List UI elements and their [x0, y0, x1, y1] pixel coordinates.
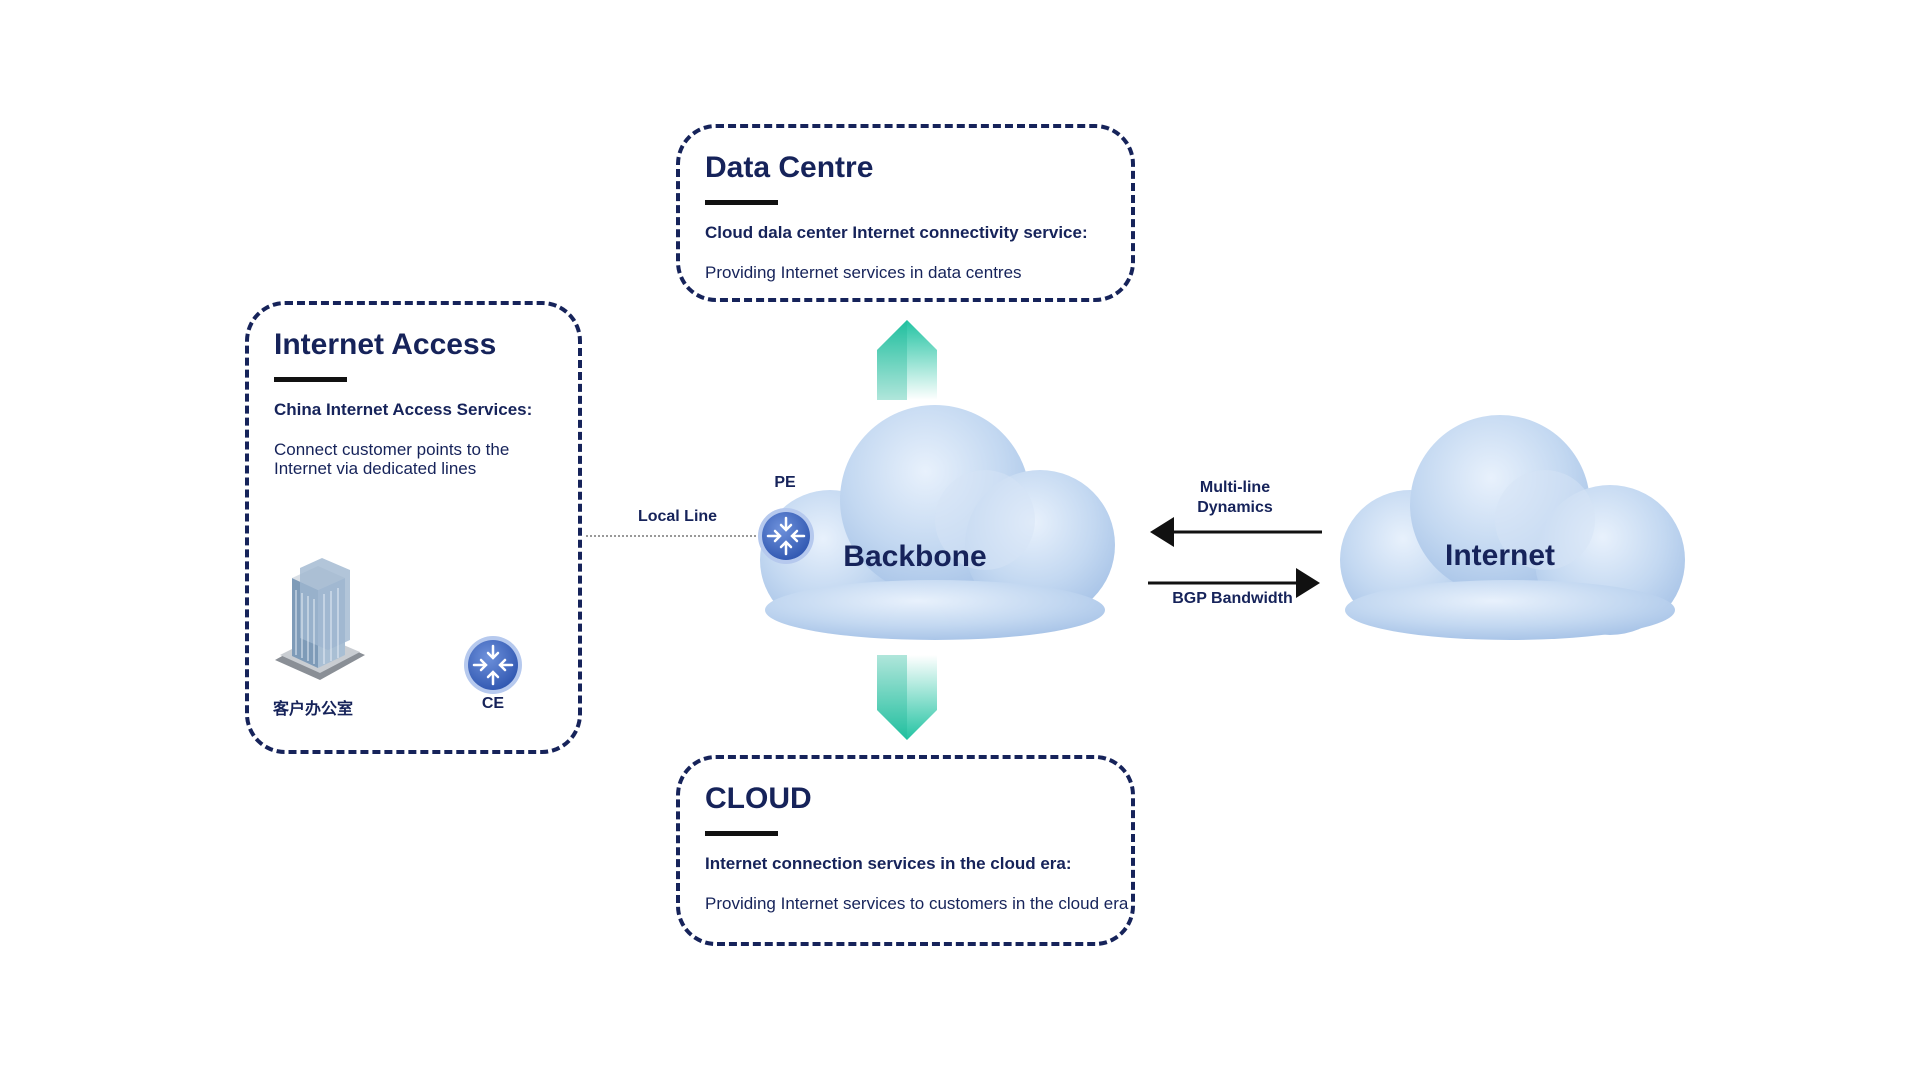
- internet-access-description: Connect customer points to the Internet …: [274, 440, 510, 479]
- pe-label: PE: [774, 474, 796, 491]
- pe-router-icon: [758, 508, 814, 564]
- arrow-down-icon: [877, 655, 937, 740]
- title-underline: [705, 831, 778, 836]
- backbone-cloud-icon: [760, 405, 1115, 640]
- cloud-box-subtitle: Internet connection services in the clou…: [705, 854, 1072, 873]
- local-line-label: Local Line: [637, 508, 718, 525]
- cloud-box: CLOUD Internet connection services in th…: [676, 755, 1135, 946]
- data-centre-description: Providing Internet services in data cent…: [705, 263, 1022, 282]
- bgp-label: BGP Bandwidth: [1172, 590, 1293, 607]
- building-label: 客户办公室: [273, 701, 354, 718]
- building-icon: [275, 558, 365, 680]
- cloud-box-description: Providing Internet services to customers…: [705, 894, 1129, 913]
- ce-label: CE: [481, 695, 505, 712]
- ce-router-icon: [464, 636, 522, 694]
- data-centre-box: Data Centre Cloud dala center Internet c…: [676, 124, 1135, 302]
- title-underline: [705, 200, 778, 205]
- title-underline: [274, 377, 347, 382]
- multi-line-label: Multi-line Dynamics: [1197, 479, 1273, 516]
- backbone-label: Backbone: [843, 540, 987, 573]
- data-centre-subtitle: Cloud dala center Internet connectivity …: [705, 223, 1088, 242]
- arrow-up-icon: [877, 320, 937, 400]
- cloud-box-title: CLOUD: [705, 782, 812, 815]
- internet-cloud-icon: [1340, 415, 1685, 640]
- internet-access-title: Internet Access: [274, 328, 497, 361]
- internet-access-subtitle: China Internet Access Services:: [274, 400, 533, 419]
- data-centre-title: Data Centre: [705, 151, 874, 184]
- internet-label: Internet: [1444, 539, 1555, 572]
- internet-access-box: Internet Access China Internet Access Se…: [245, 301, 582, 754]
